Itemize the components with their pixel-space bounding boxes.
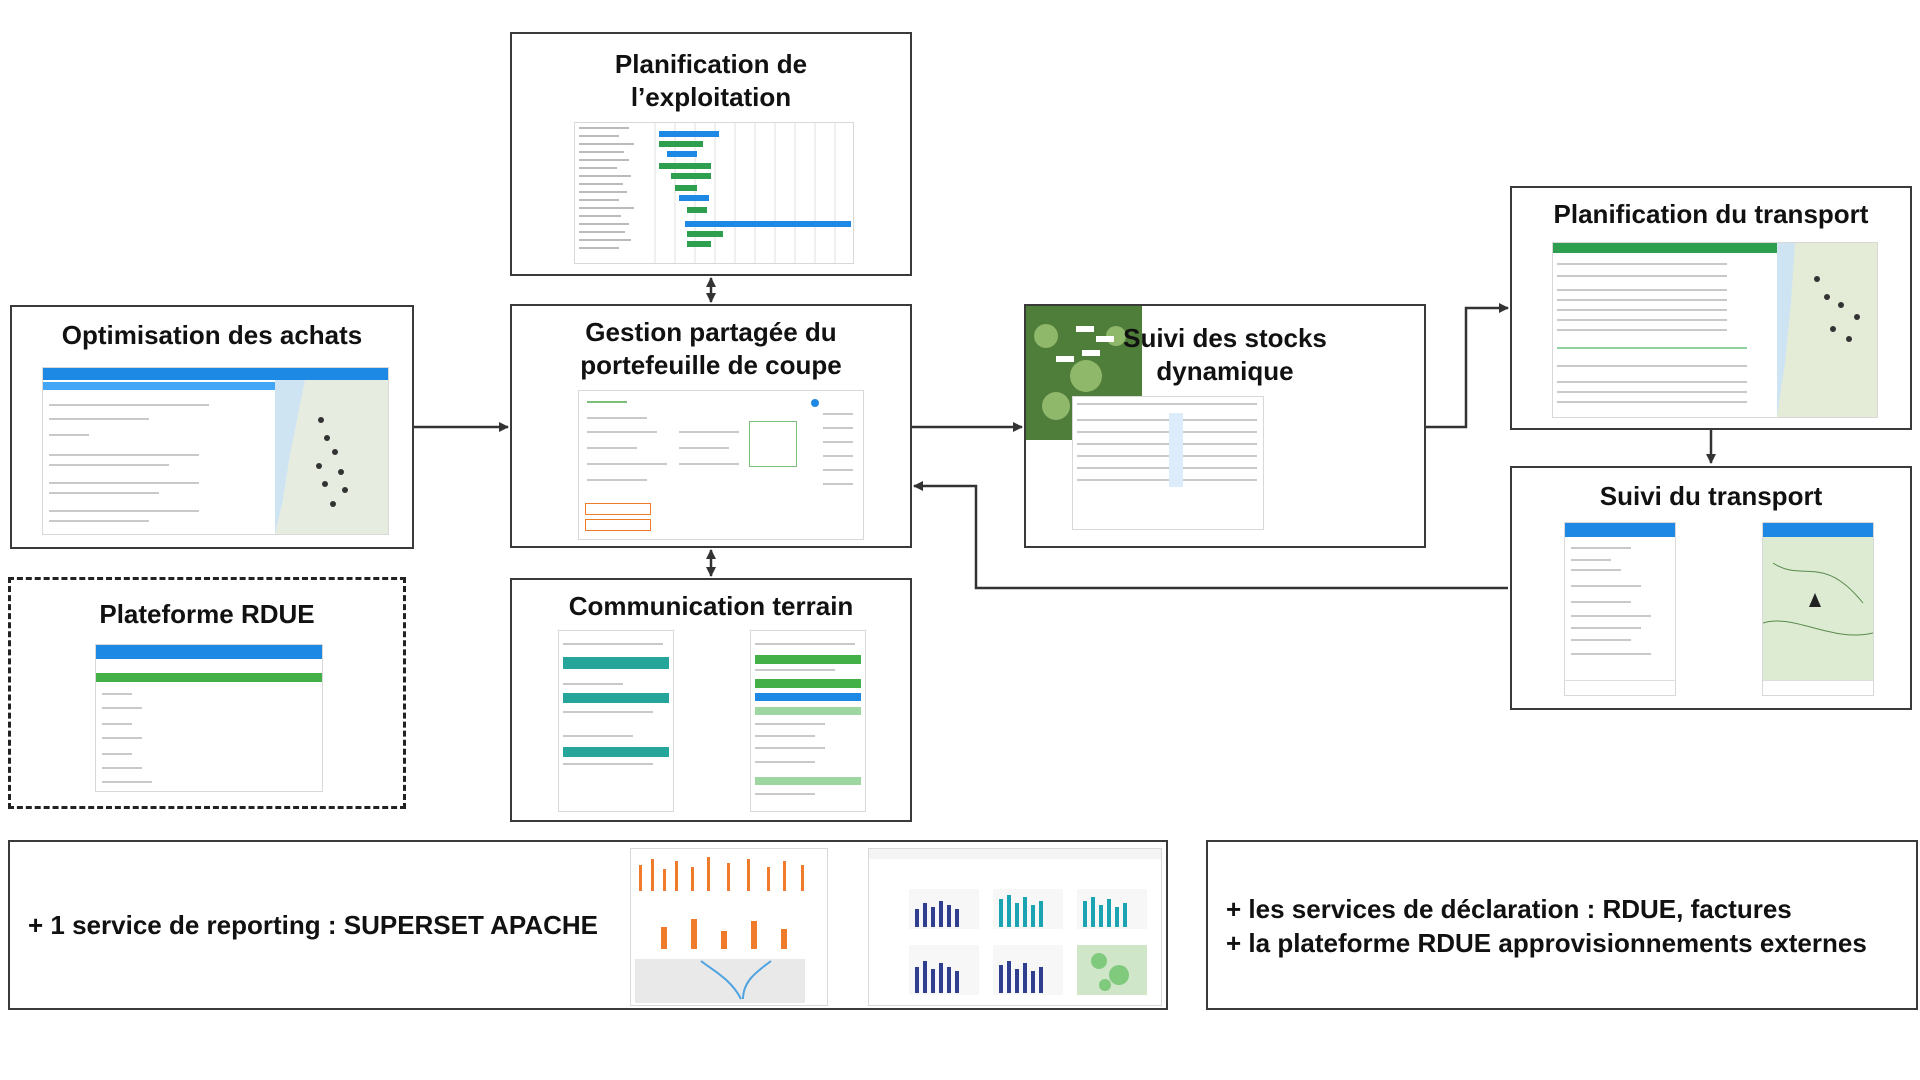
- box-title: Suivi du transport: [1599, 481, 1823, 511]
- box-communication-terrain: Communication terrain: [510, 578, 912, 822]
- declaration-note: + les services de déclaration : RDUE, fa…: [1226, 894, 1867, 958]
- superset-dashboard-screenshot-2: [868, 848, 1162, 1006]
- box-planification-transport: Planification du transport: [1510, 186, 1912, 430]
- reporting-note: + 1 service de reporting : SUPERSET APAC…: [28, 910, 598, 940]
- mobile-map-screenshot: [1762, 522, 1874, 696]
- box-title: Communication terrain: [568, 591, 854, 621]
- box-plateforme-rdue: Plateforme RDUE: [8, 577, 406, 809]
- box-optimisation-achats: Optimisation des achats: [10, 305, 414, 549]
- box-reporting: + 1 service de reporting : SUPERSET APAC…: [8, 840, 1168, 1010]
- transport-planning-screenshot: [1552, 242, 1878, 418]
- reporting-dashboard-image: [869, 849, 1161, 995]
- form-screenshot: [578, 390, 864, 540]
- field-app-screenshot-1: [558, 630, 674, 812]
- gantt-chart-image: [579, 123, 851, 263]
- box-planification-exploitation: Planification de l’exploitation: [510, 32, 912, 276]
- box-title: Suivi des stocks dynamique: [1123, 323, 1327, 386]
- box-title: Gestion partagée du portefeuille de coup…: [580, 317, 842, 380]
- box-suivi-stocks: Suivi des stocks dynamique: [1024, 304, 1426, 548]
- box-declaration: + les services de déclaration : RDUE, fa…: [1206, 840, 1918, 1010]
- gantt-screenshot: [574, 122, 854, 264]
- purchase-app-screenshot: [42, 367, 389, 535]
- rdue-app-screenshot: [95, 644, 323, 792]
- mobile-transport-screenshot: [1564, 522, 1676, 696]
- superset-dashboard-screenshot-1: [630, 848, 828, 1006]
- arrow-stocks-to-planif-transport: [1426, 303, 1509, 429]
- reporting-bar-image: [635, 857, 805, 1003]
- box-title: Planification de l’exploitation: [614, 49, 808, 112]
- box-title: Plateforme RDUE: [99, 599, 315, 629]
- stock-table-screenshot: [1072, 396, 1264, 530]
- box-suivi-transport: Suivi du transport: [1510, 466, 1912, 710]
- box-gestion-portefeuille: Gestion partagée du portefeuille de coup…: [510, 304, 912, 548]
- box-title: Optimisation des achats: [61, 320, 363, 350]
- field-app-screenshot-2: [750, 630, 866, 812]
- box-title: Planification du transport: [1553, 199, 1869, 229]
- arrow-suivi-transport-to-gestion: [913, 481, 1508, 590]
